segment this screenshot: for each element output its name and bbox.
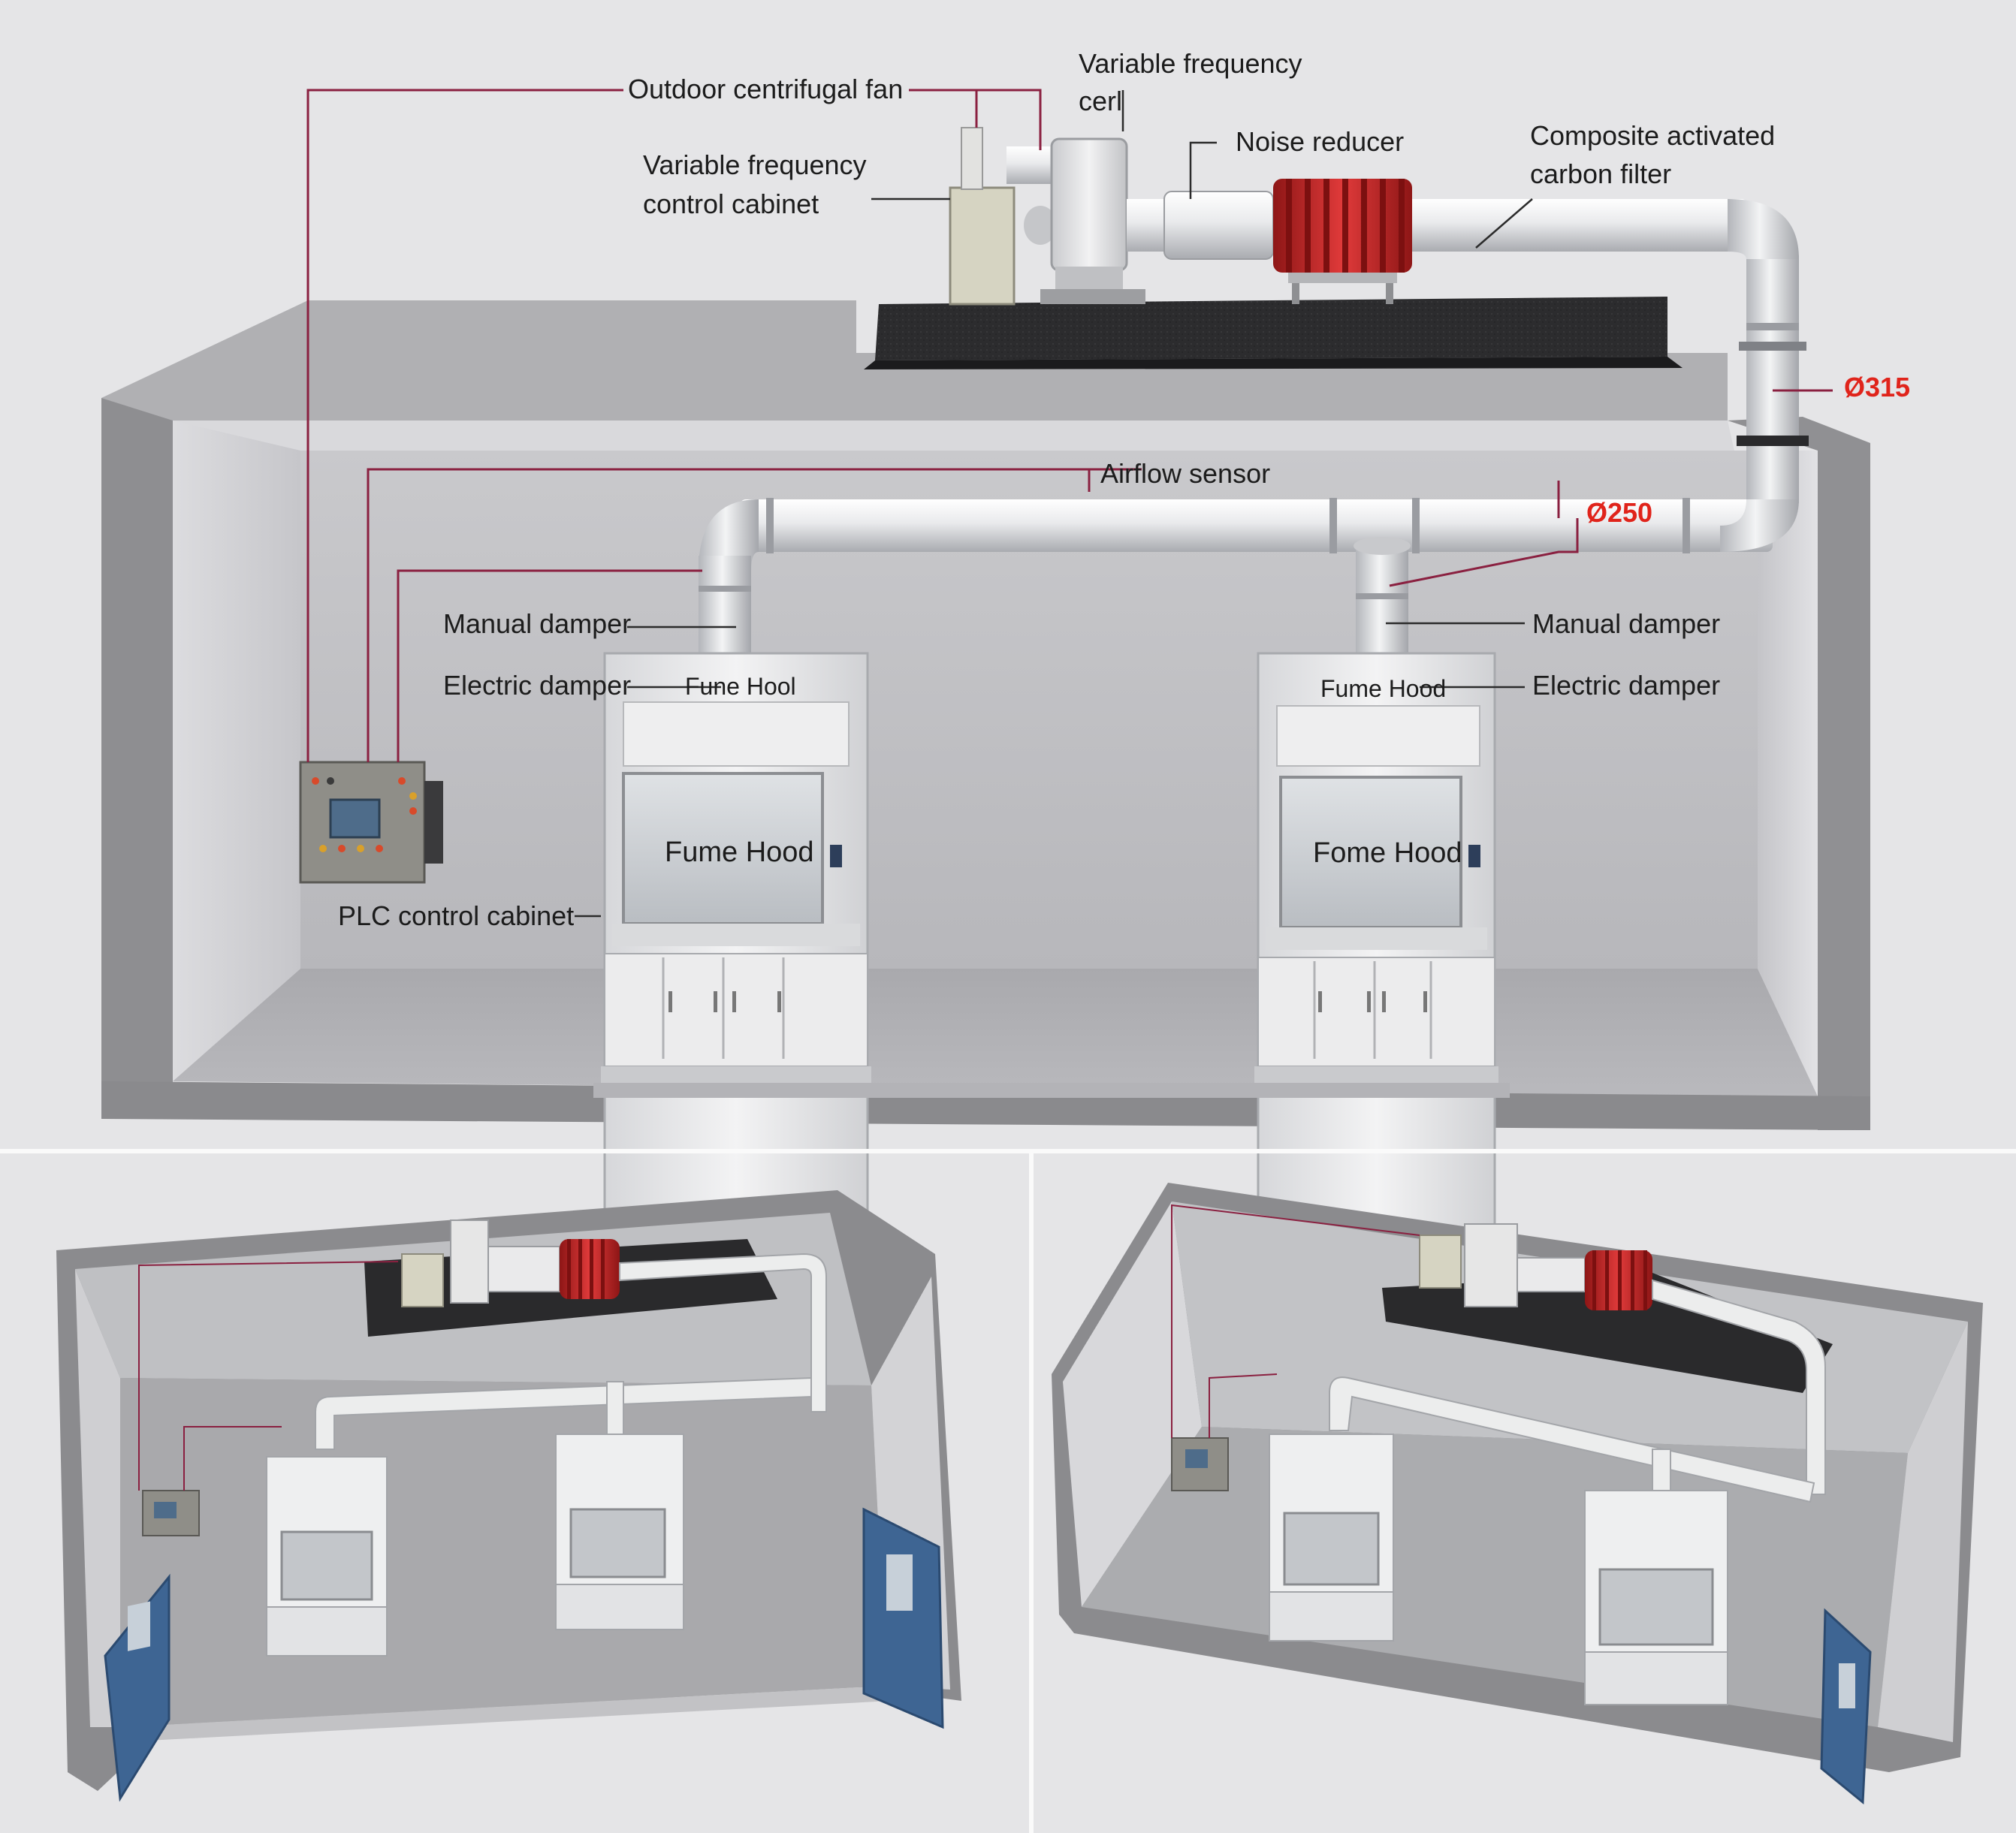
panel-divider-horizontal bbox=[0, 1149, 2016, 1153]
noise-reducer-silencer bbox=[1163, 191, 1274, 260]
carbon-filter-unit bbox=[1273, 179, 1412, 304]
inner-wall-right bbox=[1758, 451, 1818, 1096]
perspective-view-left bbox=[56, 1190, 961, 1802]
label-electric-damper-left: Electric damper bbox=[443, 670, 631, 701]
equipment-platform bbox=[875, 297, 1667, 360]
label-airflow-sensor: Airflow sensor bbox=[1100, 458, 1270, 489]
label-outdoor-centrifugal-fan: Outdoor centrifugal fan bbox=[628, 74, 903, 104]
riser-elbow bbox=[1720, 499, 1799, 552]
label-carbon-filter-line2: carbon filter bbox=[1530, 158, 1671, 189]
label-manual-damper-left: Manual damper bbox=[443, 608, 631, 639]
label-hood-front-left: Fume Hood bbox=[665, 837, 814, 868]
roof-front-edge bbox=[173, 421, 1735, 454]
leader-lines bbox=[306, 89, 1833, 762]
dimension-main-duct: Ø315 bbox=[1844, 372, 1910, 402]
roof-duct-elbow bbox=[1728, 199, 1799, 259]
label-electric-damper-right: Electric damper bbox=[1532, 670, 1720, 701]
label-vf-cabinet-line2: control cabinet bbox=[643, 188, 819, 219]
floor bbox=[173, 969, 1818, 1096]
outer-wall-right bbox=[1728, 417, 1870, 1130]
label-pointers bbox=[575, 90, 1533, 918]
left-duct-elbow bbox=[699, 499, 759, 571]
label-hood-front-right: Fome Hood bbox=[1313, 837, 1462, 869]
vf-control-cabinet bbox=[949, 186, 1016, 306]
label-vf-cert-line1: Variable frequency bbox=[1079, 48, 1302, 79]
plc-control-cabinet bbox=[299, 761, 443, 884]
perspective-view-right bbox=[1052, 1183, 1983, 1805]
label-hood-top-right: Fume Hood bbox=[1320, 675, 1446, 702]
left-duct-drop bbox=[699, 556, 751, 668]
label-carbon-filter-line1: Composite activated bbox=[1530, 120, 1775, 151]
outer-wall-left bbox=[101, 398, 173, 1115]
riser-duct bbox=[1746, 255, 1799, 503]
label-vf-cabinet-line1: Variable frequency bbox=[643, 149, 867, 180]
label-hood-top-left: Fune Hool bbox=[685, 673, 796, 700]
branch-duct bbox=[740, 499, 1773, 552]
centrifugal-fan bbox=[1050, 137, 1128, 272]
label-noise-reducer: Noise reducer bbox=[1236, 126, 1404, 157]
main-panel: Outdoor centrifugal fan Variable frequen… bbox=[101, 48, 1910, 1406]
panel-divider-vertical bbox=[1029, 1153, 1034, 1833]
inner-wall-left bbox=[173, 421, 300, 1081]
dimension-branch-duct: Ø250 bbox=[1586, 497, 1652, 528]
label-manual-damper-right: Manual damper bbox=[1532, 608, 1720, 639]
label-plc-control-cabinet: PLC control cabinet bbox=[338, 900, 574, 931]
label-vf-cert-line2: cerl bbox=[1079, 86, 1122, 116]
right-duct-drop bbox=[1356, 544, 1408, 668]
